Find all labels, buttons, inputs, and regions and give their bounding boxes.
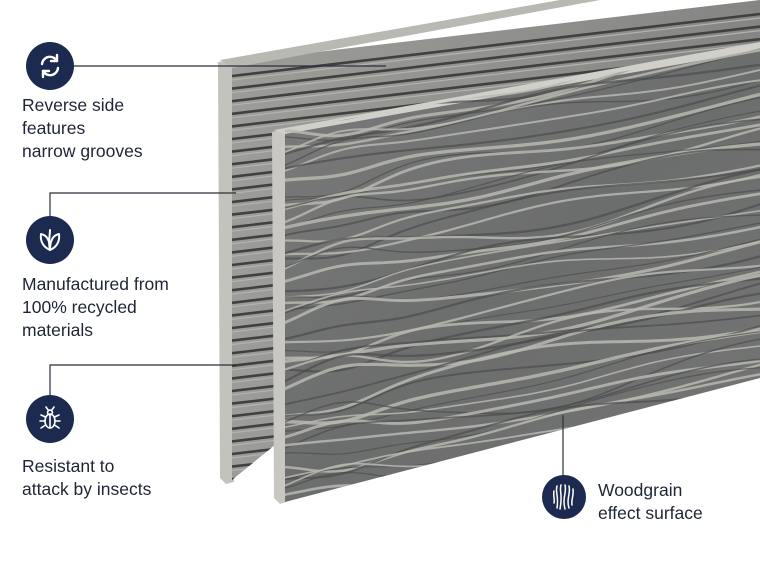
grain-stroke [285,282,760,373]
grain-stroke [285,141,760,231]
feature-label-woodgrain: Woodgrain effect surface [598,480,703,523]
grain-stroke [285,363,760,448]
grain-stroke [285,255,760,341]
grain-stroke [285,203,760,293]
groove-highlight [232,17,760,81]
callout-line-recycled [49,192,236,216]
feature-label-recycled: Manufactured from 100% recycled material… [22,274,169,340]
grain-stroke [285,63,760,157]
feature-label-reverse: Reverse side features narrow grooves [22,95,143,161]
grain-stroke [285,79,760,168]
grain-stroke [285,173,760,256]
groove-highlight [232,42,760,106]
grain-stroke [285,118,760,210]
leaf-icon [26,216,74,264]
grain-stroke [285,326,760,419]
woodgrain-icon [542,475,586,519]
grain-stroke [285,300,760,373]
groove-line [232,37,760,103]
grain-stroke [285,79,760,174]
reverse-arrows-icon [26,42,74,90]
grain-stroke [285,314,760,407]
grain-stroke [285,225,760,305]
callout-line-insects [49,364,236,396]
grain-stroke [285,210,760,299]
groove-line [232,25,760,90]
front-board-face [285,50,760,502]
grain-stroke [285,358,760,451]
grain-stroke [285,48,760,149]
grain-stroke [285,329,760,425]
insect-icon [26,395,74,443]
grain-stroke [285,238,760,315]
grain-stroke [285,214,760,299]
grain-stroke [285,192,760,285]
grain-stroke [285,359,760,440]
groove-highlight [232,30,760,94]
grain-stroke [285,264,760,344]
grain-stroke [285,110,760,202]
grain-stroke [285,175,760,272]
grain-stroke [285,273,760,364]
grain-stroke [285,189,760,270]
grain-stroke [285,123,760,212]
front-board-edge [272,128,286,504]
grain-stroke [285,345,760,429]
grain-stroke [285,240,760,314]
grain-stroke [285,84,760,171]
feature-label-insects: Resistant to attack by insects [22,456,152,499]
back-board-edge [218,60,234,484]
grain-stroke [285,92,760,183]
grain-stroke [285,270,760,360]
grain-stroke [285,325,760,418]
